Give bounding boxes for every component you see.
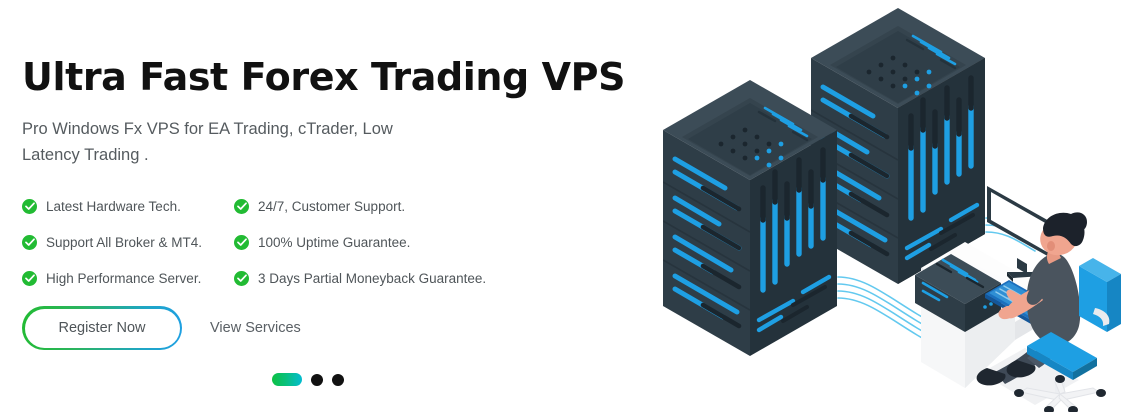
person-seated (976, 212, 1087, 386)
feature-list: Latest Hardware Tech. 24/7, Customer Sup… (22, 188, 486, 296)
register-now-label: Register Now (24, 308, 180, 348)
feature-item: High Performance Server. (22, 260, 234, 296)
check-circle-icon (234, 234, 249, 250)
carousel-pagination (272, 373, 344, 386)
floor-mat (981, 348, 1079, 405)
server-rack-back (811, 8, 985, 284)
check-circle-icon (234, 270, 249, 286)
mini-server-box (915, 254, 1001, 332)
carousel-dot-active[interactable] (272, 373, 302, 386)
office-chair (1014, 258, 1121, 412)
check-circle-icon (22, 234, 37, 250)
feature-label: 100% Uptime Guarantee. (258, 234, 411, 250)
feature-label: 24/7, Customer Support. (258, 198, 406, 214)
feature-label: 3 Days Partial Moneyback Guarantee. (258, 270, 487, 286)
page-title: Ultra Fast Forex Trading VPS (22, 55, 626, 99)
check-circle-icon (234, 198, 249, 214)
feature-label: Support All Broker & MT4. (46, 234, 203, 250)
feature-item: 24/7, Customer Support. (234, 188, 486, 224)
feature-label: High Performance Server. (46, 270, 202, 286)
cta-group: Register Now View Services (22, 306, 301, 350)
check-circle-icon (22, 198, 37, 214)
feature-label: Latest Hardware Tech. (46, 198, 181, 214)
feature-item: 3 Days Partial Moneyback Guarantee. (234, 260, 486, 296)
view-services-link[interactable]: View Services (210, 320, 301, 336)
carousel-dot[interactable] (332, 373, 344, 386)
feature-item: Support All Broker & MT4. (22, 224, 234, 260)
hero-copy: Ultra Fast Forex Trading VPS Pro Windows… (22, 0, 642, 412)
feature-item: Latest Hardware Tech. (22, 188, 234, 224)
hero-subtitle: Pro Windows Fx VPS for EA Trading, cTrad… (22, 120, 393, 164)
register-now-button[interactable]: Register Now (22, 306, 182, 350)
feature-item: 100% Uptime Guarantee. (234, 224, 486, 260)
isometric-datacenter-illustration (655, 0, 1123, 412)
carousel-dot[interactable] (311, 373, 323, 386)
server-rack-front (663, 80, 837, 356)
check-circle-icon (22, 270, 37, 286)
